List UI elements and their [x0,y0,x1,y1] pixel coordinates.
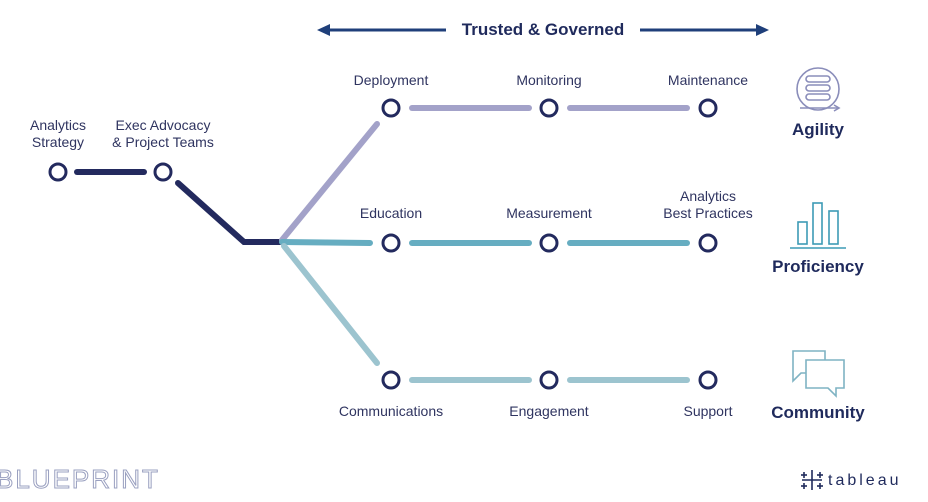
label-deployment: Deployment [353,72,429,88]
node-education [381,233,401,253]
pillar-proficiency: Proficiency [772,257,864,276]
agility-path [279,105,690,243]
node-deployment [381,98,401,118]
node-monitoring [539,98,559,118]
tableau-logo-icon [801,470,823,490]
pillar-community: Community [771,403,865,422]
arrow-right-icon [640,24,769,36]
node-analytics-strategy [48,162,68,182]
label-exec-advocacy: Exec Advocacy& Project Teams [112,117,214,150]
node-communications [381,370,401,390]
foundation-path [74,169,283,245]
node-maintenance [698,98,718,118]
node-best-practices [698,233,718,253]
node-measurement [539,233,559,253]
label-education: Education [359,205,423,221]
tableau-wordmark: tableau [828,472,902,489]
blueprint-watermark: BLUEPRINT [0,464,160,495]
label-maintenance: Maintenance [667,72,749,88]
node-exec-advocacy [153,162,173,182]
community-path [281,243,690,383]
bar-chart-icon [790,202,846,249]
page-title: Trusted & Governed [461,20,625,39]
pillar-agility: Agility [792,120,844,139]
proficiency-path [279,239,690,246]
arrow-left-icon [317,24,446,36]
node-support [698,370,718,390]
label-engagement: Engagement [509,403,589,419]
server-stack-icon [796,67,841,112]
label-monitoring: Monitoring [516,72,582,88]
chat-bubbles-icon [792,350,845,398]
label-communications: Communications [338,403,444,419]
label-support: Support [683,403,733,419]
label-measurement: Measurement [506,205,592,221]
node-engagement [539,370,559,390]
